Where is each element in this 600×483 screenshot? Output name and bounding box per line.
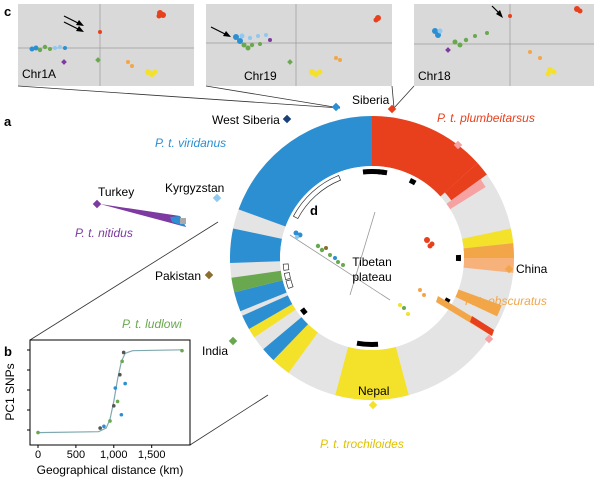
subspecies-nitidus: P. t. nitidus xyxy=(75,226,133,240)
arrow-icon xyxy=(491,5,503,18)
segment-obscuratus xyxy=(455,289,502,317)
segment-trochiloides xyxy=(335,346,409,400)
plot-frame xyxy=(29,339,191,446)
nitidus-wedge xyxy=(92,199,186,227)
data-point xyxy=(180,348,184,353)
inner-disk xyxy=(280,166,464,350)
inner-black-bar xyxy=(377,169,388,176)
arrow-icon xyxy=(210,26,231,37)
panel-d-letter: d xyxy=(310,203,318,218)
segment-pak-green xyxy=(231,270,283,293)
segment-plumbeitarsus xyxy=(372,116,478,197)
data-point xyxy=(118,372,122,377)
segment-pakistan xyxy=(234,280,287,312)
ring-chart xyxy=(229,116,514,400)
cline-plot: 0 500 1,000 1,500 xyxy=(27,339,191,461)
locality-markers xyxy=(204,102,514,410)
segment-pak-yellow xyxy=(249,304,296,338)
data-point xyxy=(113,386,118,390)
pca-background xyxy=(18,4,194,86)
data-point xyxy=(123,381,127,386)
x-tick-label: 0 xyxy=(35,449,41,461)
subspecies-viridanus: P. t. viridanus xyxy=(155,136,226,150)
inner-pca xyxy=(289,211,435,316)
x-tick-label: 500 xyxy=(67,449,85,461)
pca-plot-chr18: Chr18 xyxy=(414,4,594,86)
locality-west-siberia: West Siberia xyxy=(212,113,280,127)
inner-white-bar xyxy=(285,279,294,289)
connector-lines xyxy=(17,85,415,109)
data-point xyxy=(98,426,102,430)
data-point xyxy=(119,412,124,417)
data-point xyxy=(108,419,112,423)
pca-points xyxy=(29,10,166,77)
arrow-icon xyxy=(63,15,84,32)
locality-siberia: Siberia xyxy=(352,93,390,107)
panel-c-letter: c xyxy=(4,4,11,19)
cline-curve xyxy=(37,349,183,434)
data-point xyxy=(120,359,124,364)
subspecies-plumbeitarsus: P. t. plumbeitarsus xyxy=(437,111,535,125)
subspecies-obscuratus: P. t. obscuratus xyxy=(465,294,547,308)
inner-black-bar xyxy=(455,254,461,262)
data-point xyxy=(115,399,120,404)
plumbeitarsus-strip xyxy=(470,316,494,336)
locality-nepal: Nepal xyxy=(358,384,389,398)
segment-plumbeitarsus-strip xyxy=(444,162,487,201)
inner-black-bar xyxy=(299,307,308,316)
segment-pak-blue xyxy=(242,295,293,329)
segment-kyrgyzstan xyxy=(230,228,283,263)
x-tick-label: 1,500 xyxy=(138,449,166,461)
x-axis-label: Geographical distance (km) xyxy=(37,463,184,477)
inner-black-bar xyxy=(408,178,417,186)
data-point xyxy=(102,424,106,429)
segment-china-yellow xyxy=(461,228,514,249)
locality-india: India xyxy=(202,344,228,358)
inner-white-bar xyxy=(283,272,291,280)
tibetan-plateau-line1: Tibetan xyxy=(352,255,392,269)
pca-plot-chr19: Chr19 xyxy=(206,4,392,86)
data-point xyxy=(121,350,126,355)
x-tick-label: 1,000 xyxy=(100,449,128,461)
subspecies-ludlowi: P. t. ludlowi xyxy=(122,317,182,331)
panel-b-letter: b xyxy=(4,344,12,359)
pca-points xyxy=(233,15,381,77)
segment-india-blue xyxy=(263,317,309,361)
data-point xyxy=(36,430,40,435)
inner-white-bar xyxy=(282,263,290,271)
subspecies-trochiloides: P. t. trochiloides xyxy=(320,437,404,451)
data-point xyxy=(111,404,116,408)
pca-label: Chr19 xyxy=(244,69,277,83)
locality-china: China xyxy=(516,262,548,276)
locality-kyrgyzstan: Kyrgyzstan xyxy=(165,181,224,195)
panel-a-letter: a xyxy=(4,114,12,129)
locality-pakistan: Pakistan xyxy=(155,269,201,283)
segment-india-yellow xyxy=(273,324,318,373)
y-axis-label: PC1 SNPs xyxy=(3,363,17,420)
pca-label: Chr18 xyxy=(418,69,451,83)
pca-background xyxy=(414,4,594,86)
pca-plot-chr1a: Chr1A xyxy=(18,4,194,86)
locality-turkey: Turkey xyxy=(98,185,134,199)
tibetan-plateau-line2: plateau xyxy=(352,270,391,284)
segment-china-orange xyxy=(463,243,514,258)
segment-light-red xyxy=(446,179,486,210)
pca-background xyxy=(206,4,392,86)
inner-white-bar xyxy=(292,175,341,220)
cline-connector xyxy=(29,221,269,446)
inner-black-bar xyxy=(356,340,379,347)
segment-china-light xyxy=(463,258,514,273)
segment-viridanus xyxy=(238,116,372,227)
pca-label: Chr1A xyxy=(22,67,56,81)
